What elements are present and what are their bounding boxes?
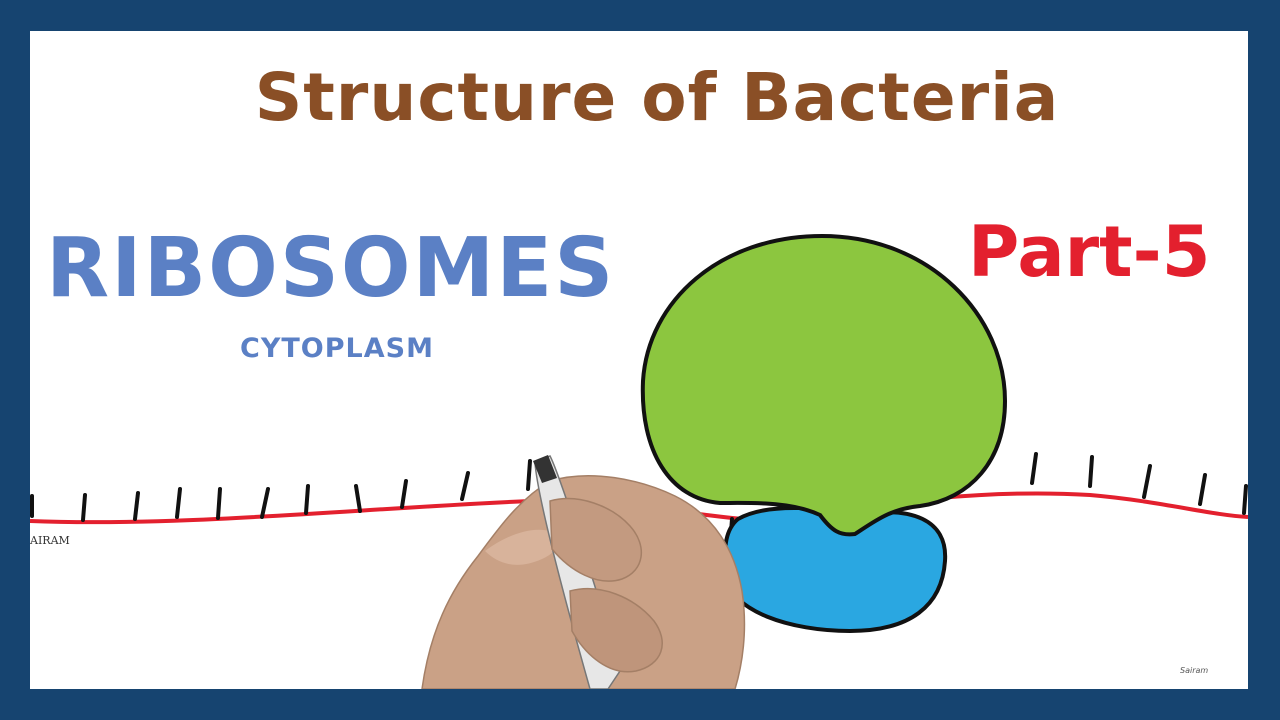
ribosome-large-subunit-icon [640,233,1008,537]
watermark-right: Sairam [1180,666,1209,675]
ribosome-illustration [30,233,1248,689]
slide-title: Structure of Bacteria [254,59,1060,136]
watermark-left: AIRAM [30,534,70,547]
hand-with-marker-icon [421,455,746,689]
topic-heading: RIBOSOMES [46,221,616,316]
slide-frame: Structure of Bacteria RIBOSOMES CYTOPLAS… [30,31,1248,689]
part-label: Part-5 [968,211,1211,293]
location-subheading: CYTOPLASM [240,333,434,364]
